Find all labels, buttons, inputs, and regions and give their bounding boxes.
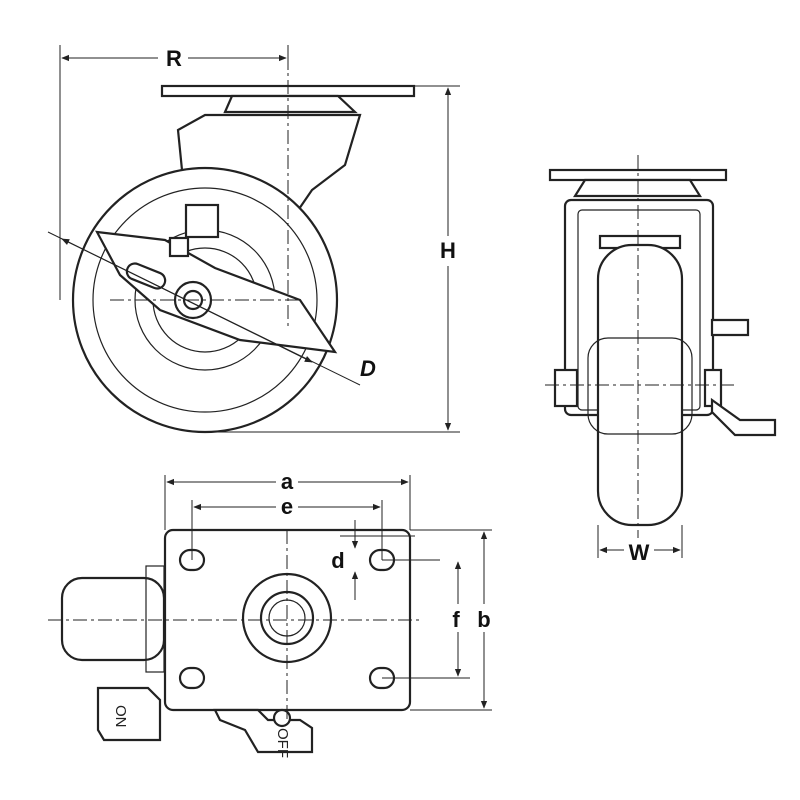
label-b: b (477, 607, 490, 632)
hub-front (587, 337, 693, 435)
label-r: R (166, 46, 182, 71)
off-pedal (213, 708, 314, 754)
brake-housing-top (60, 576, 166, 662)
label-h: H (440, 238, 456, 263)
on-pedal (96, 686, 162, 742)
label-off: OFF (274, 728, 291, 758)
axle-nut-left (553, 368, 579, 408)
brake-housing-side (184, 203, 220, 239)
brake-pedal-front (710, 318, 777, 437)
front-view: W (545, 155, 777, 565)
label-d-small: d (331, 548, 344, 573)
top-view: ON OFF a e d f b (48, 468, 498, 758)
swivel-bearing-side (223, 94, 358, 114)
label-d: D (360, 356, 376, 381)
side-view: R H D (47, 44, 462, 434)
brake-tab-side (168, 236, 190, 258)
off-pedal-pin (272, 708, 292, 728)
label-on: ON (112, 705, 129, 728)
label-f: f (452, 607, 460, 632)
label-e: e (281, 494, 293, 519)
bolt-hole-bl (178, 666, 206, 690)
label-w: W (629, 540, 650, 565)
label-a: a (281, 469, 294, 494)
